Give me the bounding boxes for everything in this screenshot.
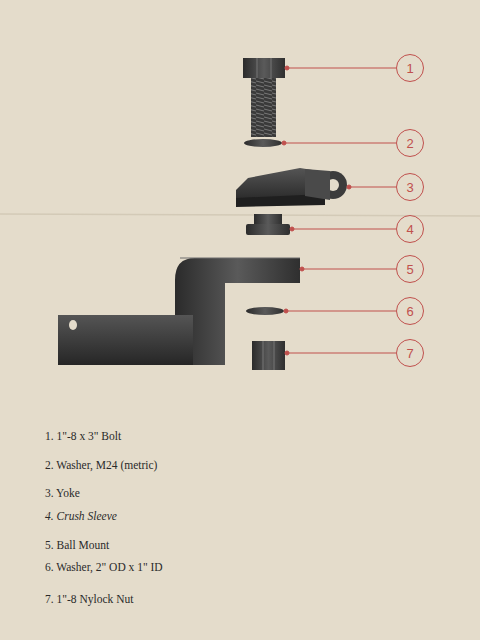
washer <box>244 139 282 147</box>
leader-lines <box>282 66 396 355</box>
callout-number: 1 <box>396 54 424 82</box>
callout-number: 2 <box>406 137 413 150</box>
parts-list-item: 7. 1"-8 Nylock Nut <box>45 593 133 605</box>
parts-list-item: 6. Washer, 2" OD x 1" ID <box>45 561 163 573</box>
parts-list-item: 3. Yoke <box>45 487 80 499</box>
bolt <box>243 58 285 137</box>
callout-number: 5 <box>406 263 413 276</box>
crush-sleeve <box>246 214 290 235</box>
nylock-nut <box>252 341 285 370</box>
callout-number: 7 <box>396 339 424 367</box>
parts-list-item: 1. 1"-8 x 3" Bolt <box>45 430 121 442</box>
parts-list-item: 5. Ball Mount <box>45 539 109 551</box>
callout-number: 6 <box>396 297 424 325</box>
callout-number: 7 <box>406 347 413 360</box>
callout-number: 4 <box>406 223 413 236</box>
callout-number: 6 <box>406 305 413 318</box>
callout-number: 5 <box>396 255 424 283</box>
callout-number: 2 <box>396 129 424 157</box>
callout-number: 3 <box>406 181 413 194</box>
washer <box>246 307 284 315</box>
yoke <box>236 168 347 207</box>
parts-list-item: 4. Crush Sleeve <box>45 510 117 522</box>
callout-number: 4 <box>396 215 424 243</box>
callout-number: 3 <box>396 173 424 201</box>
callout-number: 1 <box>406 62 413 75</box>
parts-list-item: 2. Washer, M24 (metric) <box>45 459 157 471</box>
